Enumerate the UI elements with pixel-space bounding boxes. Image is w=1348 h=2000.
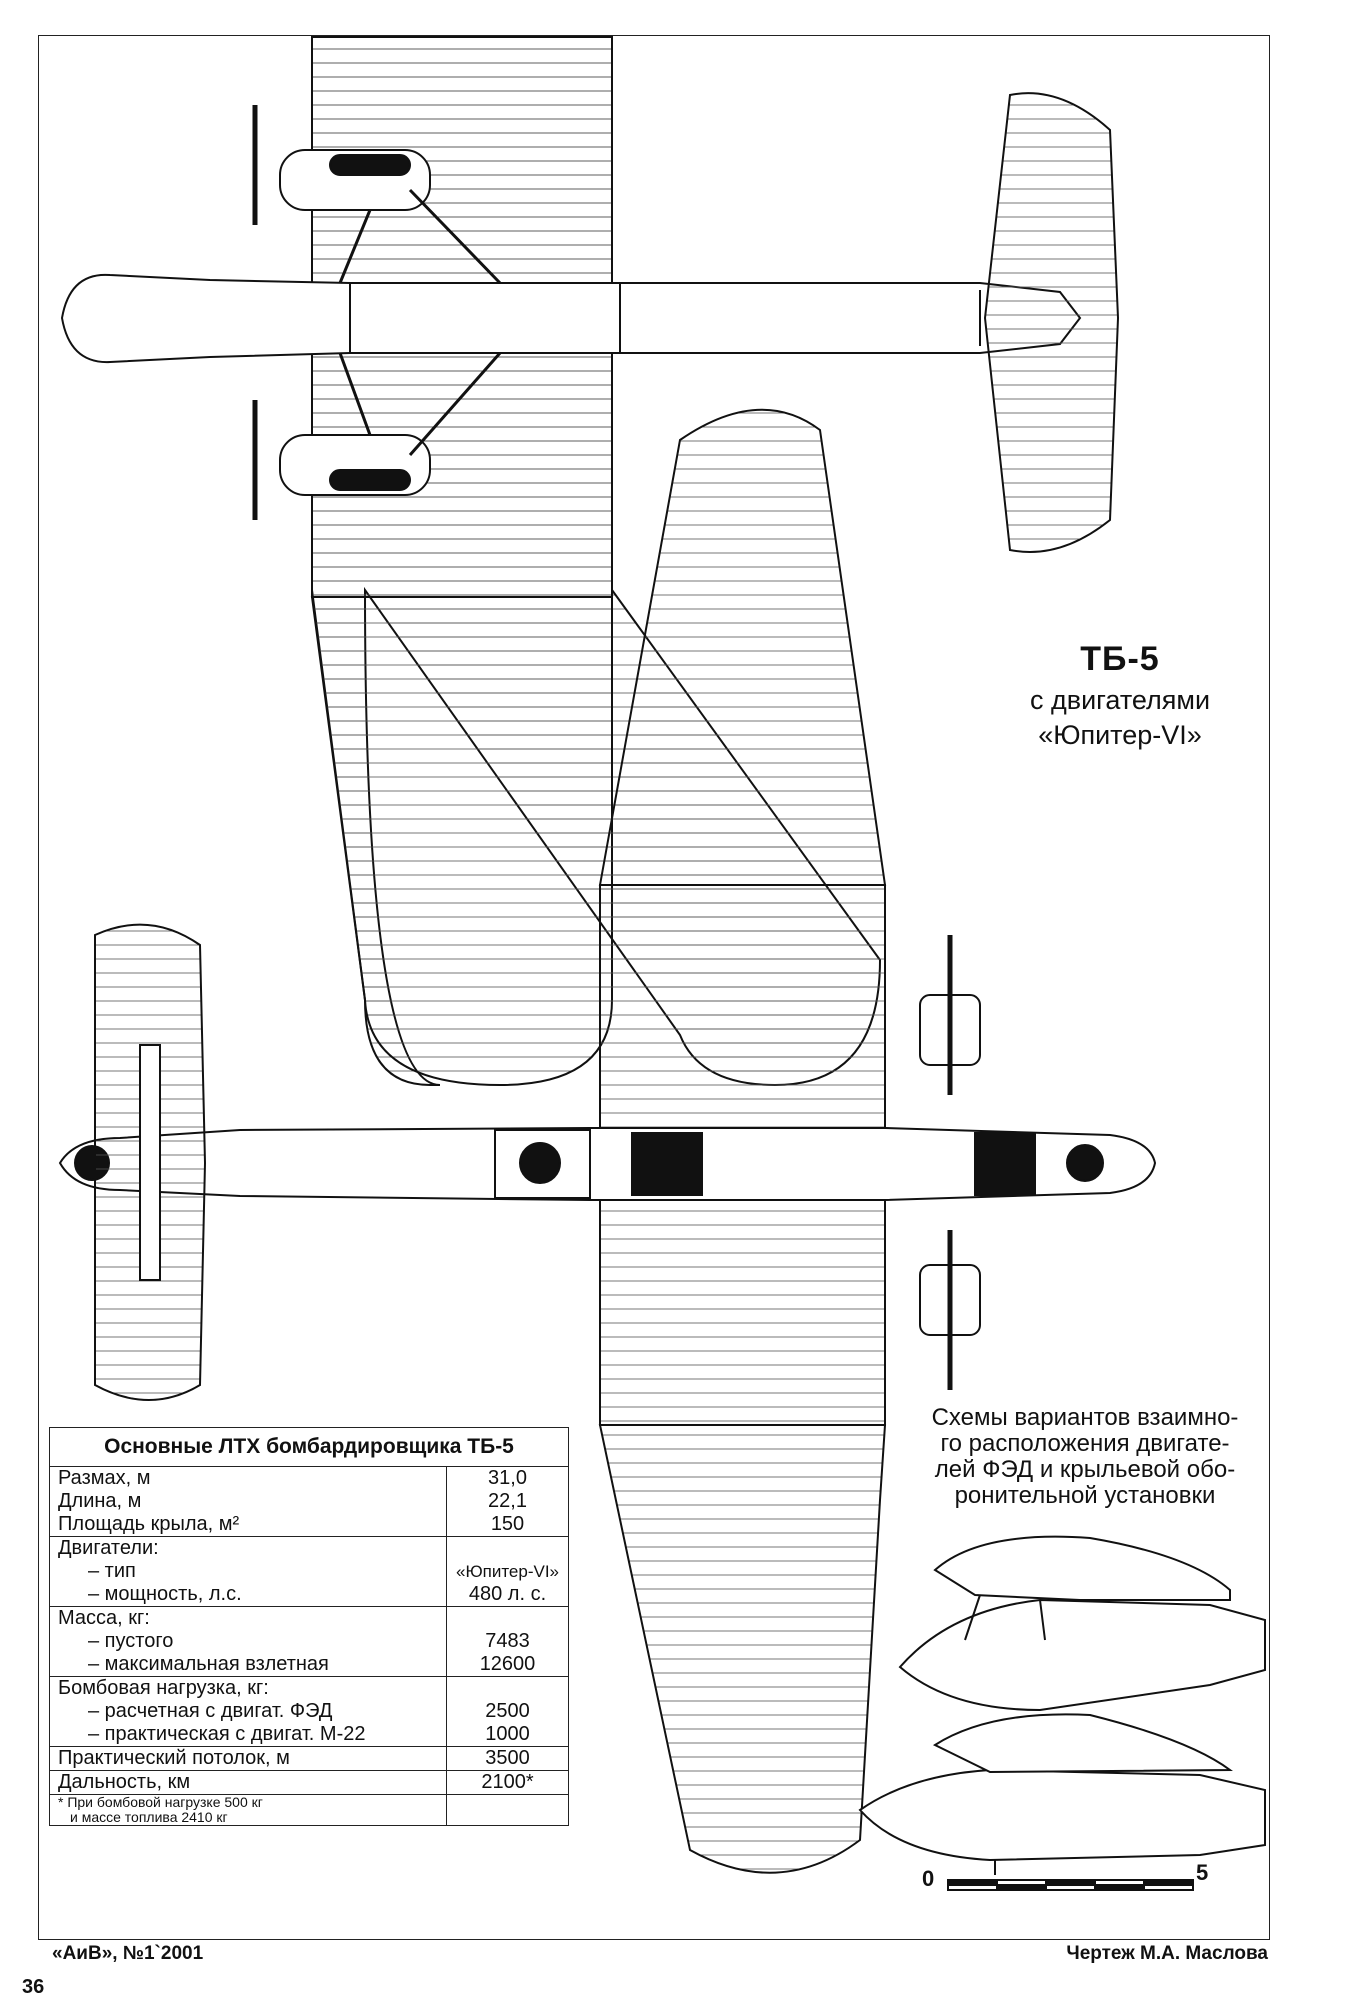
scheme-1-fuselage <box>898 1598 1266 1712</box>
title-name: ТБ-5 <box>1080 640 1160 678</box>
bottom-view-aircraft <box>58 408 1157 1874</box>
schemes-caption: Схемы вариантов взаимно- го расположения… <box>931 1404 1239 1509</box>
spec-group-dimensions: Размах, м Длина, м Площадь крыла, м² 31,… <box>49 1466 569 1537</box>
scale-end-label: 5 <box>1196 1860 1209 1885</box>
publication-ref: «АиВ», №1`2001 <box>52 1943 204 1964</box>
top-view-aircraft <box>60 36 1120 1087</box>
top-view-tail <box>983 92 1120 553</box>
spec-footnote: * При бомбовой нагрузке 500 кг и массе т… <box>49 1794 569 1826</box>
spec-group-engines: Двигатели: – тип – мощность, л.с. «Юпите… <box>49 1536 569 1607</box>
scheme-2-nacelle <box>932 1713 1233 1774</box>
top-view-fuselage <box>60 273 1082 364</box>
bottom-view-wing-lower <box>598 1424 887 1874</box>
scale-bar <box>947 1879 1194 1891</box>
title-sub2: «Юпитер-VI» <box>1038 720 1202 750</box>
page-number: 36 <box>22 1976 45 1998</box>
spec-table-header: Основные ЛТХ бомбардировщика ТБ-5 <box>49 1427 569 1467</box>
scheme-2-fuselage <box>858 1768 1266 1862</box>
spec-group-bombload: Бомбовая нагрузка, кг: – расчетная с дви… <box>49 1676 569 1747</box>
scheme-1-nacelle <box>933 1535 1231 1601</box>
bottom-view-wing-upper <box>598 408 887 886</box>
drawing-credit: Чертеж М.А. Маслова <box>1066 1943 1268 1964</box>
title-sub1: с двигателями <box>1029 685 1211 715</box>
engine-schemes <box>858 1535 1266 1875</box>
spec-group-range: Дальность, км 2100* <box>49 1770 569 1795</box>
spec-table: Основные ЛТХ бомбардировщика ТБ-5 Размах… <box>49 1427 569 1826</box>
scale-start-label: 0 <box>922 1866 935 1891</box>
page-frame <box>38 35 1270 1940</box>
spec-group-mass: Масса, кг: – пустого – максимальная взле… <box>49 1606 569 1677</box>
aircraft-title: ТБ-5 с двигателями «Юпитер-VI» <box>990 640 1250 751</box>
spec-group-ceiling: Практический потолок, м 3500 <box>49 1746 569 1771</box>
